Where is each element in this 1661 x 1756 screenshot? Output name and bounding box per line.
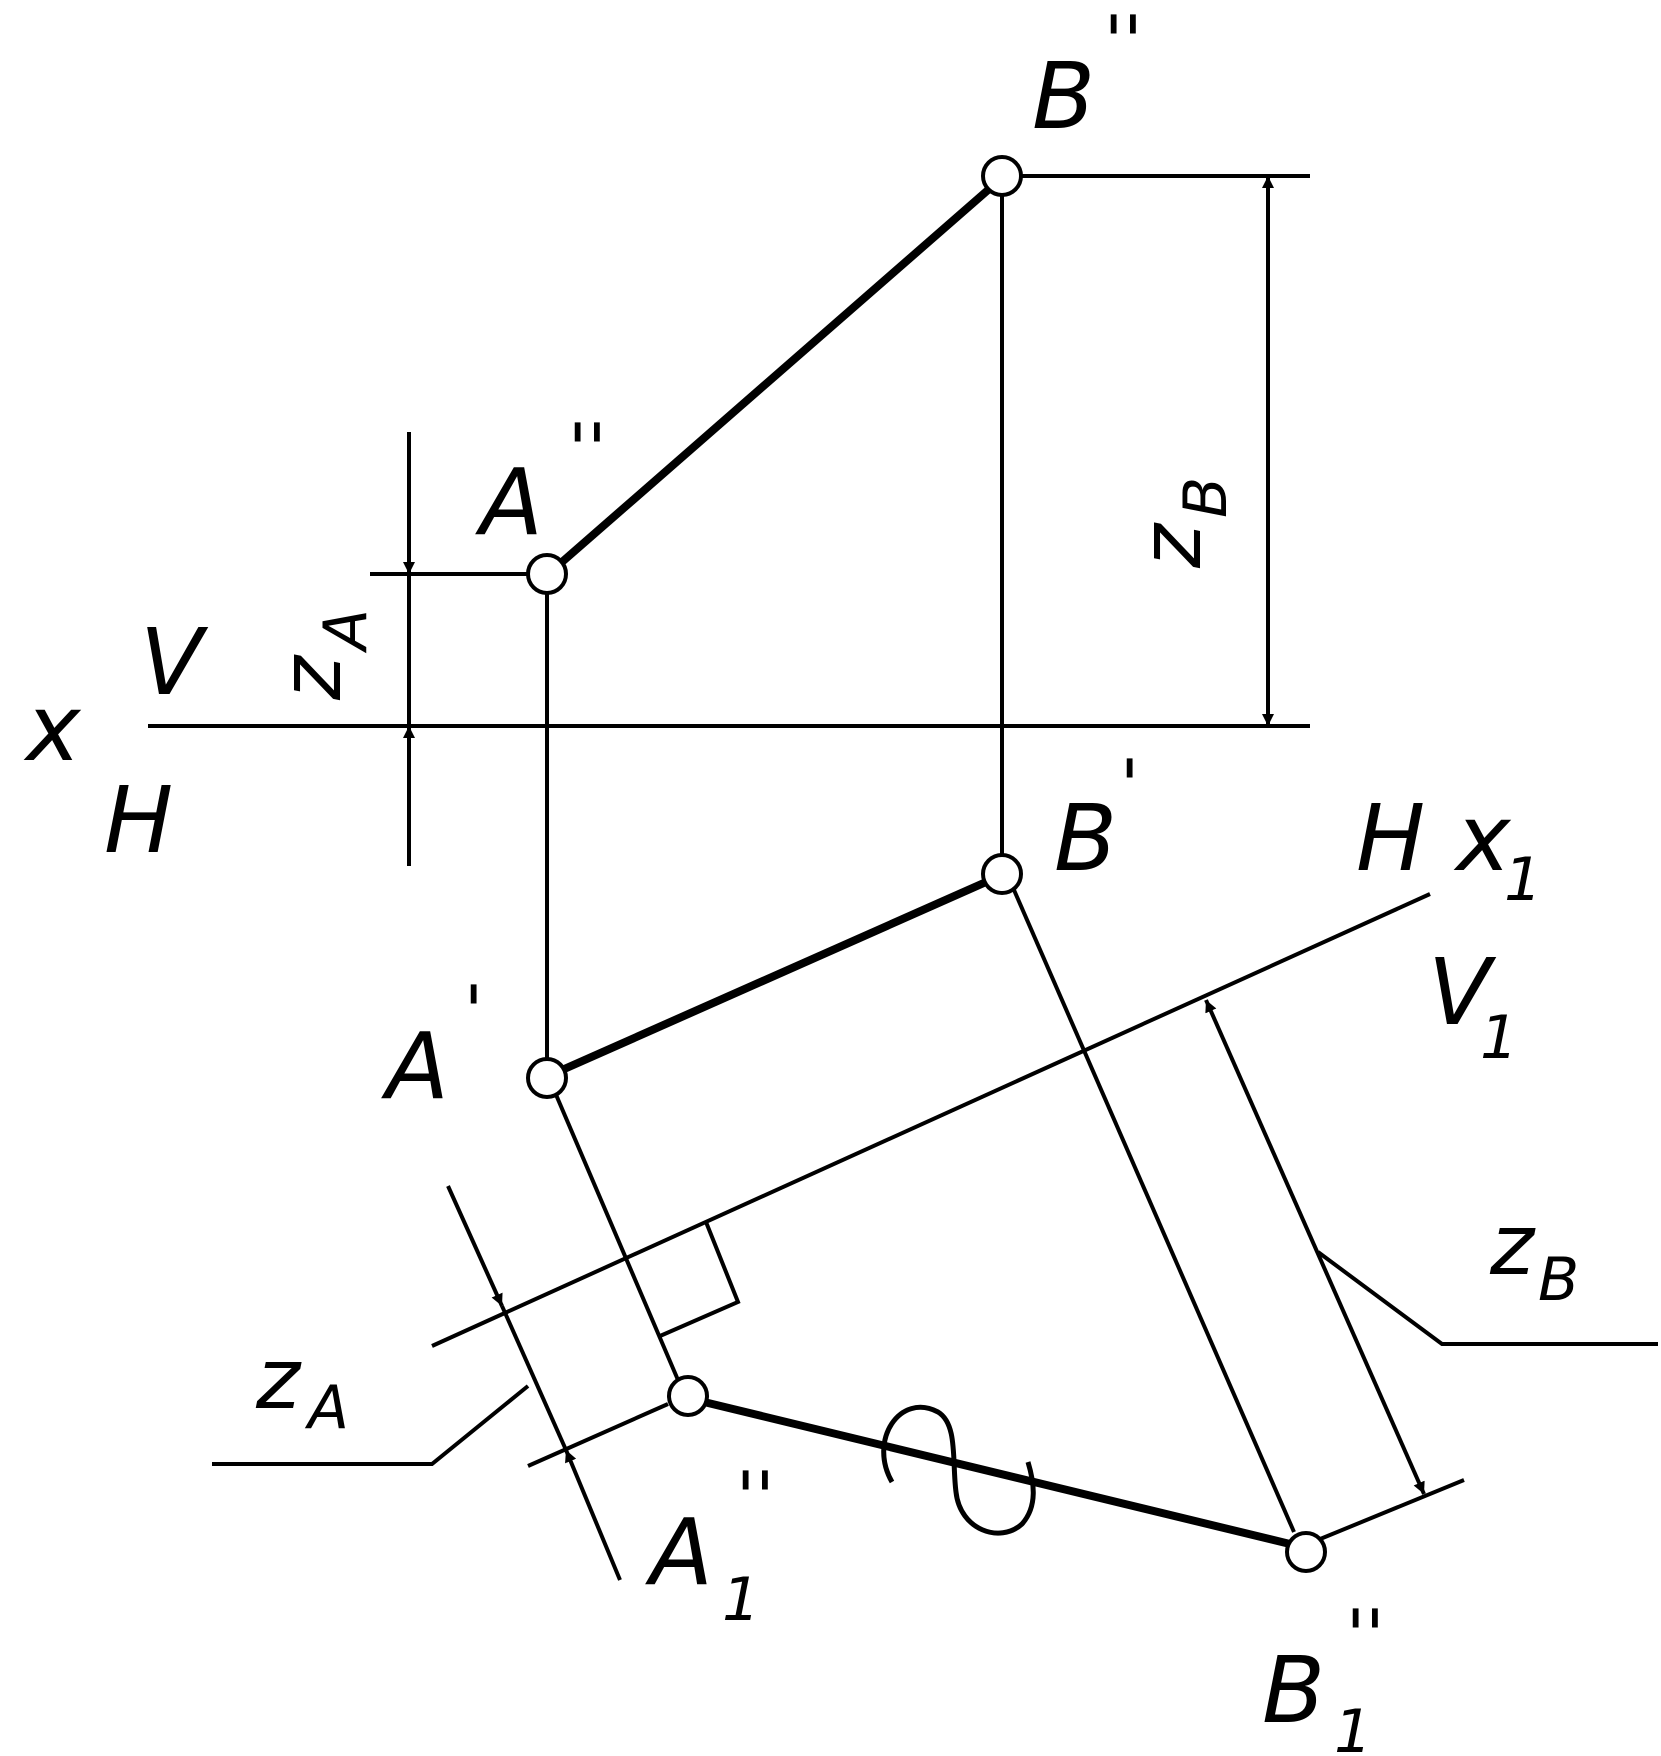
label-a1-new-marks: ''	[736, 1457, 775, 1539]
point-a-horizontal	[526, 1057, 568, 1099]
break-symbol	[881, 1404, 1036, 1536]
label-b-frontal-marks: ''	[1104, 1, 1143, 83]
segment-a2-b2	[559, 186, 991, 566]
label-b-frontal: B	[1032, 43, 1095, 150]
point-b-horizontal	[981, 853, 1023, 895]
dim-za-new-arrow-bottom	[564, 1449, 622, 1581]
point-a-frontal	[526, 553, 568, 595]
label-x1-sub: 1	[1504, 845, 1542, 915]
dim-za-new-arrow-top	[446, 1185, 504, 1307]
label-h: H	[104, 767, 173, 874]
label-za-low-sub: A	[304, 1373, 349, 1443]
label-zb-right: z	[1122, 522, 1220, 569]
axis-x1	[431, 892, 1431, 1348]
point-a-new	[667, 1375, 709, 1417]
label-v: V	[140, 609, 209, 716]
label-zb-right-sub: B	[1171, 477, 1241, 518]
label-a-frontal-marks: ''	[568, 409, 607, 491]
label-b-horizontal: B	[1054, 785, 1117, 892]
label-za-low: z	[255, 1330, 302, 1428]
leader-za-new	[212, 1384, 530, 1466]
label-x1: x	[1453, 785, 1512, 892]
label-a1-new: A	[645, 1499, 713, 1606]
ext-line-za-new	[527, 1402, 669, 1468]
point-b-frontal	[981, 155, 1023, 197]
label-a1-new-sub: 1	[722, 1565, 760, 1635]
ext-line-zb-new	[1307, 1478, 1465, 1546]
label-v1: V	[1428, 939, 1497, 1046]
label-b-horizontal-marks: '	[1120, 745, 1139, 827]
label-b1-new: B	[1262, 1637, 1325, 1744]
label-a-horizontal-marks: '	[464, 971, 483, 1053]
dim-za-new-link	[500, 1305, 568, 1451]
label-zb-low-sub: B	[1538, 1245, 1579, 1315]
label-b1-new-sub: 1	[1334, 1697, 1372, 1756]
right-angle-mark	[659, 1221, 741, 1338]
label-zb-low: z	[1489, 1196, 1536, 1294]
point-b-new	[1285, 1531, 1327, 1573]
projector-a-new	[552, 1089, 680, 1381]
label-a-horizontal: A	[381, 1013, 449, 1120]
segment-a1new-b1new	[703, 1398, 1291, 1548]
projector-b-new	[1012, 889, 1296, 1533]
label-h1: H	[1356, 785, 1425, 892]
label-a-frontal: A	[475, 449, 543, 556]
label-b1-new-marks: ''	[1346, 1595, 1385, 1677]
segment-a1-b1	[560, 878, 988, 1074]
label-za-left-sub: A	[311, 609, 381, 654]
label-za-left: z	[262, 654, 360, 701]
leader-zb-new	[1316, 1250, 1658, 1346]
dim-zb-new-line	[1204, 999, 1426, 1495]
label-x: x	[23, 675, 82, 782]
label-v1-sub: 1	[1480, 1003, 1518, 1073]
